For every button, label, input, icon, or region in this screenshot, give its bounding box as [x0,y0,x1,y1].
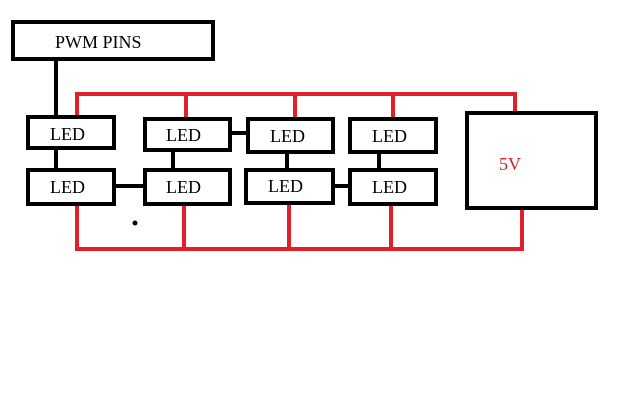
power-supply-box: 5V [465,111,598,210]
led-label: LED [50,177,85,197]
led-5: LED [26,168,116,206]
power-wires [75,92,524,251]
led-label: LED [166,125,201,145]
led-label: LED [166,177,201,197]
led-1: LED [26,115,116,150]
led-label: LED [270,126,305,146]
led-4: LED [348,117,438,154]
led-label: LED [372,177,407,197]
led-6: LED [143,168,232,206]
led-label: LED [268,176,303,196]
supply-label: 5V [499,154,521,174]
led-label: LED [50,124,85,144]
signal-wires [54,59,381,188]
led-2: LED [143,117,232,152]
pwm-pins-label: PWM PINS [55,32,142,52]
led-7: LED [244,168,335,205]
led-label: LED [372,126,407,146]
pwm-pins-box: PWM PINS [11,20,215,61]
led-3: LED [246,117,335,154]
stray-dot [132,220,138,226]
led-8: LED [348,168,438,206]
